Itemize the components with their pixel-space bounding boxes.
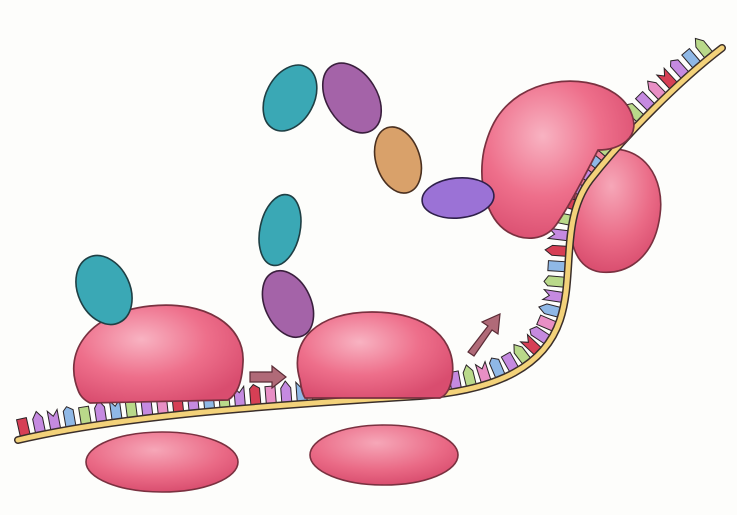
ribosome-2-large-subunit <box>297 312 452 398</box>
direction-arrow-icon <box>468 314 500 356</box>
amino-acid-bead-icon <box>253 191 307 270</box>
direction-arrow-icon <box>250 366 286 388</box>
amino-acid-bead-icon <box>252 56 327 140</box>
amino-acid-bead-icon <box>367 121 430 199</box>
ribosome-2-small-subunit <box>310 425 458 485</box>
amino-acid-bead-icon <box>311 53 394 144</box>
polypeptide-chain-2 <box>252 191 323 346</box>
ribosome-1-small-subunit <box>86 432 238 492</box>
